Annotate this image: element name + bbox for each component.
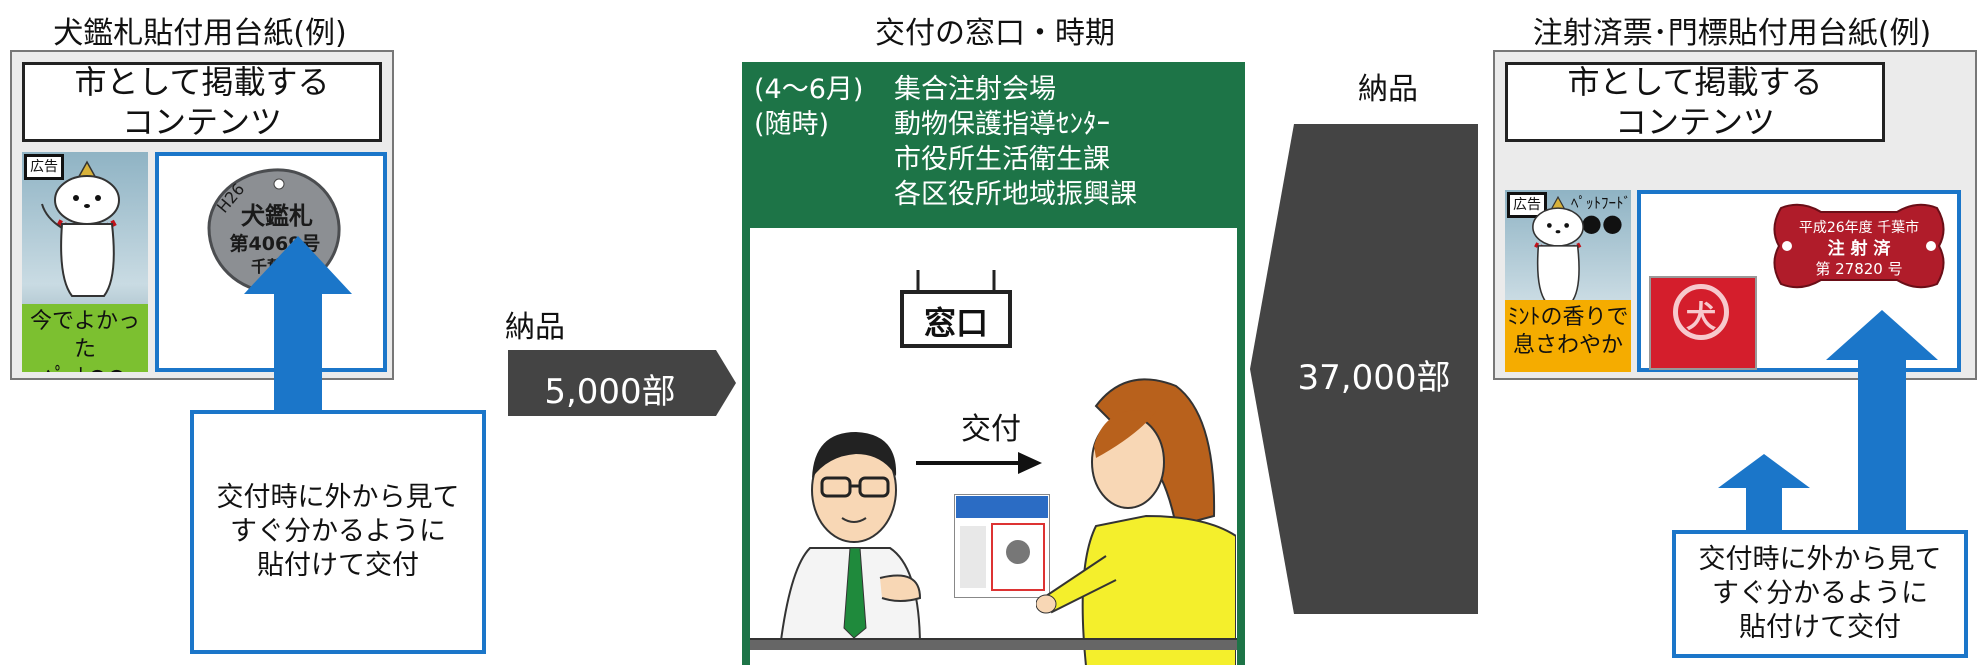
right-ad-strip: 広告 ﾍﾟｯﾄﾌｰﾄﾞ ●● ﾐﾝﾄの香りで 息さわやか — [1505, 190, 1631, 372]
mascot-dog-icon — [41, 160, 120, 297]
ad-top-line-1: ﾍﾟｯﾄﾌｰﾄﾞ — [1571, 194, 1631, 212]
note-line-3: 貼付けて交付 — [1739, 612, 1901, 643]
content-line-2: コンテンツ — [1614, 103, 1775, 141]
right-arrow-icon — [916, 452, 1042, 474]
ad-copy-line-1: ﾐﾝﾄの香りで — [1507, 305, 1629, 330]
content-line-1: 市として掲載する — [1567, 63, 1823, 101]
center-frame: (4〜6月) 集合注射会場 (随時) 動物保護指導ｾﾝﾀｰ 市役所生活衛生課 各… — [742, 62, 1245, 665]
ad-copy: 今でよかった ﾍﾟｯﾄ●● — [22, 304, 148, 372]
mascot-dog-icon — [1532, 195, 1584, 304]
ad-copy: ﾐﾝﾄの香りで 息さわやか — [1505, 300, 1631, 372]
note-line-1: 交付時に外から見て — [216, 482, 460, 513]
location-2: 動物保護指導ｾﾝﾀｰ — [894, 109, 1110, 140]
note-line-3: 貼付けて交付 — [257, 550, 419, 581]
tag-line-1: 犬鑑札 — [241, 202, 313, 230]
left-delivery-value: 5,000部 — [544, 372, 676, 412]
location-3: 市役所生活衛生課 — [894, 144, 1110, 175]
right-content-box: 市として掲載する コンテンツ — [1505, 62, 1885, 142]
left-up-arrow-icon — [244, 236, 352, 412]
clerk-person-icon — [778, 432, 922, 648]
tag-line-2: 注 射 済 — [1828, 238, 1892, 259]
door-sign: 犬 — [1649, 276, 1757, 370]
ad-top-line-2: ●● — [1581, 209, 1623, 237]
ad-copy-line-2: ﾍﾟｯﾄ●● — [24, 364, 146, 372]
location-4: 各区役所地域振興課 — [894, 179, 1137, 210]
window-sign-label: 窓口 — [923, 304, 988, 342]
content-line-2: コンテンツ — [121, 103, 282, 141]
counter-top — [750, 638, 1237, 650]
right-left-up-arrow-icon — [1718, 454, 1810, 540]
period-anytime: (随時) — [754, 109, 830, 140]
door-sign-char: 犬 — [1686, 300, 1716, 335]
note-line-1: 交付時に外から見て — [1698, 544, 1942, 575]
note-line-2: すぐ分かるように — [230, 516, 446, 547]
issue-label: 交付 — [961, 412, 1021, 447]
right-right-up-arrow-icon — [1826, 310, 1938, 540]
period-seasonal: (4〜6月) — [754, 74, 864, 105]
left-delivery-label: 納品 — [505, 310, 565, 345]
rabies-tag-icon: 平成26年度 千葉市 注 射 済 第 27820 号 — [1773, 203, 1945, 289]
mount-card-icon — [954, 494, 1050, 598]
tag-line-3: 第 27820 号 — [1815, 260, 1902, 278]
tag-line-1: 平成26年度 千葉市 — [1799, 219, 1919, 236]
right-note-box: 交付時に外から見て すぐ分かるように 貼付けて交付 — [1672, 530, 1968, 658]
left-content-box: 市として掲載する コンテンツ — [22, 62, 382, 142]
content-line-1: 市として掲載する — [74, 63, 330, 101]
right-title: 注射済票･門標貼付用台紙(例) — [1532, 16, 1932, 51]
customer-person-icon — [1036, 378, 1236, 665]
left-note-box: 交付時に外から見て すぐ分かるように 貼付けて交付 — [190, 410, 486, 654]
window-sign-icon — [900, 270, 1012, 348]
right-delivery-value: 37,000部 — [1297, 358, 1451, 398]
ad-badge: 広告 — [24, 154, 64, 180]
right-delivery-label: 納品 — [1358, 72, 1418, 107]
ad-copy-line-1: 今でよかった — [29, 309, 140, 362]
left-tag-frame: H26 犬鑑札 第4069号 千葉市 — [155, 152, 387, 372]
location-1: 集合注射会場 — [894, 74, 1056, 105]
right-delivery-arrow — [1250, 124, 1478, 614]
door-sign-circle — [1673, 284, 1729, 340]
ad-copy-line-2: 息さわやか — [1512, 333, 1623, 358]
left-mount-panel: 市として掲載する コンテンツ 広告 今でよかった ﾍﾟｯﾄ●● H26 犬鑑札 … — [10, 50, 394, 380]
left-title: 犬鑑札貼付用台紙(例) — [53, 16, 347, 51]
note-line-2: すぐ分かるように — [1712, 578, 1928, 609]
center-title: 交付の窓口・時期 — [875, 16, 1115, 51]
left-ad-strip: 広告 今でよかった ﾍﾟｯﾄ●● — [22, 152, 148, 372]
left-delivery-arrow — [508, 350, 736, 416]
counter-scene: 窓口 交付 — [750, 228, 1237, 665]
